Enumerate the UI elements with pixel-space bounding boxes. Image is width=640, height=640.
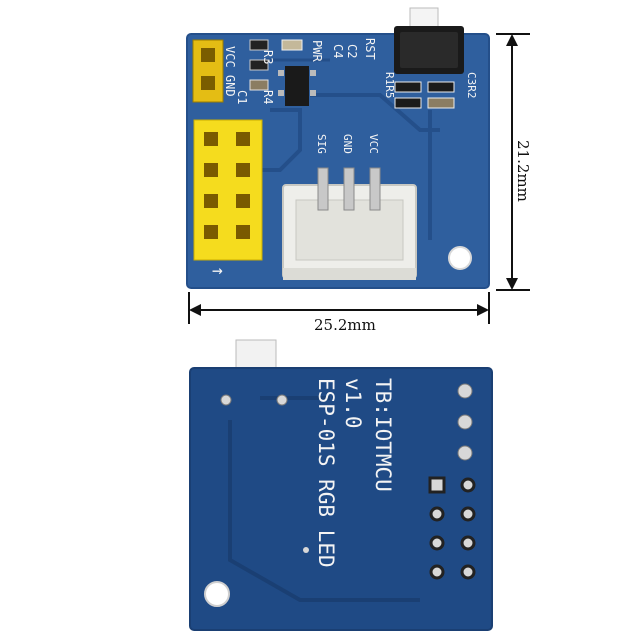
r4-label: R4	[261, 90, 275, 104]
sig-label: SIG	[315, 134, 328, 154]
c4-label: C4	[331, 44, 345, 58]
bottom-pcb	[189, 339, 493, 631]
r1r5-label: R1R5	[383, 72, 396, 99]
pwr-label: PWR	[310, 40, 324, 62]
reset-button	[394, 7, 464, 74]
header-label: VCC GND	[223, 46, 237, 97]
led-connector	[282, 167, 417, 280]
c3r2-label: C3R2	[465, 72, 478, 99]
version-label: v1.0	[341, 378, 365, 429]
board-name-label: ESP-01S RGB LED	[314, 378, 338, 568]
width-dimension	[188, 292, 490, 324]
height-dimension	[496, 33, 530, 291]
esp01-socket	[193, 119, 263, 261]
c2-label: C2	[345, 44, 359, 58]
c1-label: C1	[235, 90, 249, 104]
direction-arrow: →	[212, 260, 223, 281]
smd-components	[249, 39, 455, 109]
power-header	[192, 39, 224, 103]
rst-label: RST	[363, 38, 377, 60]
width-label: 25.2mm	[314, 316, 376, 334]
gnd-label: GND	[341, 134, 354, 154]
vcc-label: VCC	[367, 134, 380, 154]
r3-label: R3	[261, 50, 275, 64]
vendor-label: TB:IOTMCU	[371, 378, 395, 492]
height-label: 21.2mm	[514, 140, 532, 202]
